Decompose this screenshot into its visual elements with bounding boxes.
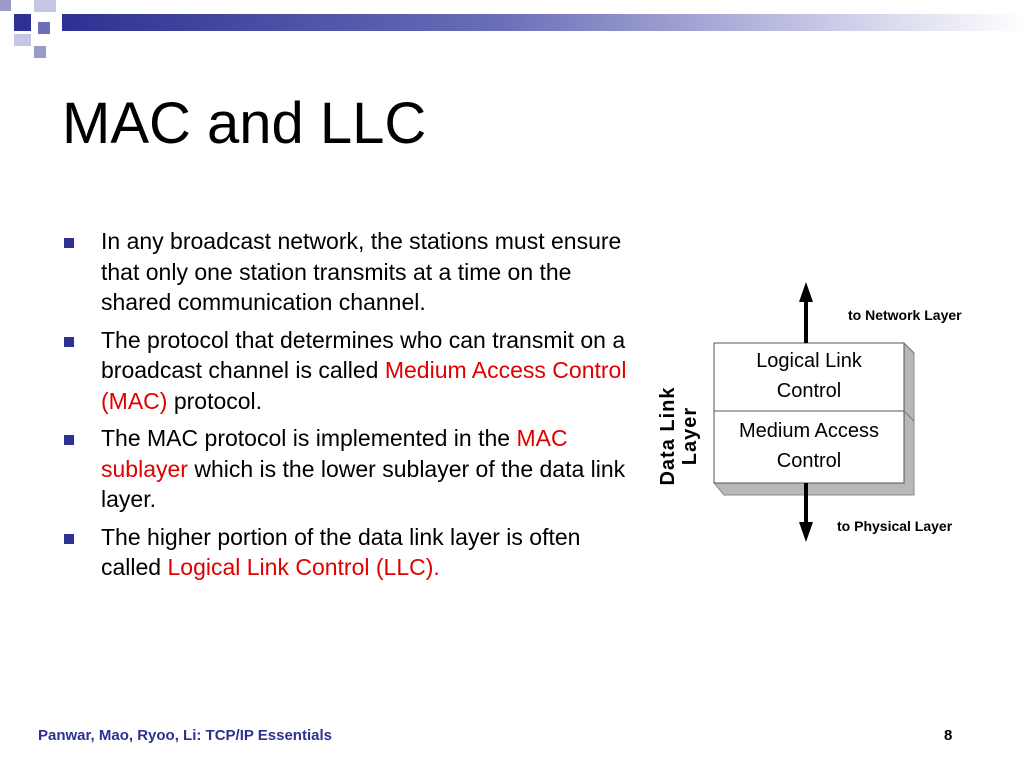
bullet-text: In any broadcast network, the stations m… [101,228,621,315]
up-arrow-icon [799,282,813,302]
decor-square [14,34,31,46]
page-number: 8 [944,727,953,744]
decor-square [38,22,50,34]
bullet-text-part: In any broadcast network, the stations m… [101,228,622,315]
side-label-line: Layer [679,406,701,466]
decor-square [0,0,11,11]
bullet-list: In any broadcast network, the stations m… [60,226,630,590]
bullet-text-part: The MAC protocol is implemented in the [101,425,517,451]
to-physical-layer-label: to Physical Layer [837,518,953,534]
down-arrow-icon [799,522,813,542]
bullet-text: The higher portion of the data link laye… [101,524,580,581]
bullet-text-part: which is the lower sublayer of the data … [101,455,626,513]
decor-square [14,14,31,31]
slide-title: MAC and LLC [62,91,427,156]
square-bullet-icon [64,238,74,248]
to-network-layer-label: to Network Layer [848,307,962,323]
header-gradient-bar [62,14,1024,31]
square-bullet-icon [64,336,74,347]
box-edge [903,342,915,354]
square-bullet-icon [64,533,74,544]
decor-square [34,46,46,58]
highlight-term: MAC sublayer [101,425,568,482]
highlight-term: Logical Link Control (LLC). [167,554,440,580]
bullet-text: The protocol that determines who can tra… [101,327,626,414]
bullet-item: In any broadcast network, the stations m… [60,226,630,318]
bullet-item: The protocol that determines who can tra… [60,325,630,417]
side-label-line: Data Link [657,386,679,486]
bullet-item: The higher portion of the data link laye… [60,522,630,583]
square-bullet-icon [64,435,74,445]
highlight-term: Medium Access Control (MAC) [101,357,627,414]
llc-label-line: Logical Link [756,350,862,372]
decor-square [34,0,56,12]
mac-box-label: Medium Access Control [714,416,904,476]
data-link-layer-label: Data Link Layer [657,381,701,491]
box-edge [903,410,915,422]
bullet-text: The MAC protocol is implemented in the M… [101,425,625,512]
llc-box-label: Logical Link Control [714,346,904,406]
bullet-item: The MAC protocol is implemented in the M… [60,423,630,515]
llc-label-line: Control [776,380,842,402]
footer-authors: Panwar, Mao, Ryoo, Li: TCP/IP Essentials [38,727,332,744]
bullet-text-part: protocol. [167,387,263,414]
bullet-text-part: The protocol that determines who can tra… [101,326,626,384]
mac-label-line: Medium Access [738,420,880,442]
mac-label-line: Control [776,450,842,472]
bullet-text-part: The higher portion of the data link laye… [101,523,581,581]
